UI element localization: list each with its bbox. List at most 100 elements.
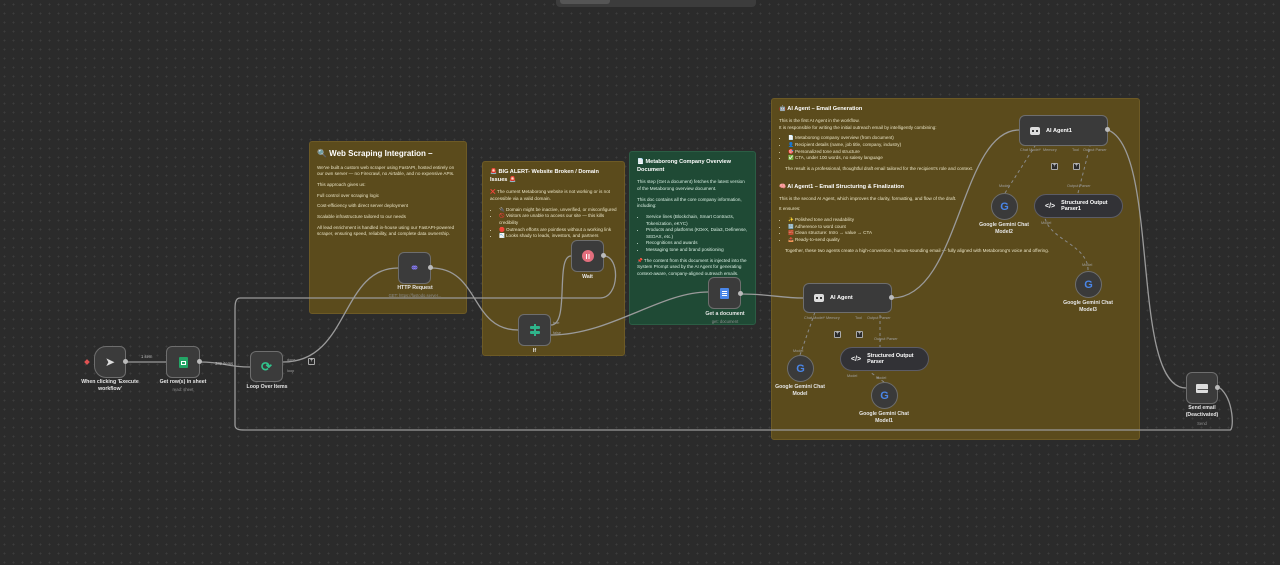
- memory-port: Memory: [826, 316, 840, 320]
- ai-agent-node[interactable]: AI Agent: [803, 283, 892, 313]
- output-parser-port: Output Parser: [1083, 148, 1107, 152]
- add-node-button[interactable]: +: [308, 358, 315, 365]
- output-handle[interactable]: [601, 253, 606, 258]
- gemini-chat-model2-node[interactable]: G: [991, 193, 1018, 220]
- note-text: This step (Get a document) fetches the l…: [637, 179, 745, 191]
- note-web-scraping[interactable]: 🔍 Web Scraping Integration – We've built…: [309, 141, 467, 314]
- cursor-icon: ➤: [104, 355, 116, 369]
- list-item: 🔢 Adherence to word count: [788, 224, 1132, 231]
- note-text: This doc contains all the core company i…: [637, 196, 742, 209]
- note-list: 🔌 Domain might be inactive, unverified, …: [490, 207, 617, 240]
- send-email-node[interactable]: [1186, 372, 1218, 404]
- model-port: Model: [793, 349, 804, 353]
- http-request-sub: GET: https://fastodo.server...: [388, 293, 442, 298]
- note-text: All lead enrichment is handled in-house …: [317, 224, 455, 237]
- ai-agent1-node[interactable]: AI Agent1: [1019, 115, 1108, 146]
- google-icon: G: [796, 362, 805, 375]
- note-title: 📄 Metaborong Company Overview Document: [637, 159, 731, 174]
- google-icon: G: [1084, 278, 1093, 291]
- code-icon: </>: [851, 355, 862, 363]
- wait-label: Wait: [582, 274, 593, 280]
- list-item: 👤 Recipient details (name, job title, co…: [788, 142, 988, 149]
- structured-output-parser1-node[interactable]: </> Structured Output Parser1: [1034, 194, 1123, 218]
- if-false-port: false: [553, 331, 562, 335]
- note-title: 🔍 Web Scraping Integration –: [317, 149, 433, 158]
- note-list: Service lines (Blockchain, Smart Contrac…: [637, 214, 748, 254]
- gemini-chat-model1-node[interactable]: G: [871, 382, 898, 409]
- list-item: 🛑 Outreach efforts are pointless without…: [499, 227, 617, 234]
- output-handle[interactable]: [1215, 385, 1220, 390]
- connection-count: 1 item: [141, 354, 153, 359]
- if-true-port: true: [553, 321, 560, 325]
- output-parser-port: Output Parser: [1067, 184, 1091, 188]
- if-node[interactable]: [518, 314, 551, 346]
- parser1-label: Structured Output Parser1: [1061, 199, 1108, 212]
- google-icon: G: [1000, 200, 1009, 213]
- get-document-sub: get: document: [711, 319, 739, 324]
- wait-node[interactable]: [571, 240, 604, 272]
- loop-loop-port: loop: [287, 369, 295, 373]
- note-text: ❌ The current Metaborong website is not …: [490, 189, 611, 201]
- loop-label: Loop Over Items: [246, 384, 288, 390]
- sheet-label: Get row(s) in sheet: [159, 379, 207, 385]
- parser-label: Structured Output Parser: [867, 352, 914, 365]
- trigger-label: When clicking 'Execute workflow': [81, 379, 139, 392]
- list-item: 🧱 Clean structure: Intro → value → CTA: [788, 230, 1132, 237]
- tool-port: Tool: [1072, 148, 1079, 152]
- list-item: ✅ CTA, under 100 words, no salesy langua…: [788, 155, 988, 162]
- gemini-chat-model3-label: Google Gemini Chat Model3: [1063, 300, 1113, 313]
- chat-model-port: Chat Model*: [804, 316, 825, 320]
- wire-wait-back: [234, 255, 1233, 431]
- model-port: Model: [999, 184, 1010, 188]
- toolbar-tab[interactable]: [560, 0, 610, 4]
- trigger-node[interactable]: ➤: [94, 346, 126, 378]
- add-memory-button[interactable]: +: [834, 331, 841, 338]
- send-email-label: Send email (Deactivated): [1185, 405, 1219, 418]
- ai-agent-label: AI Agent: [830, 295, 853, 301]
- note-text: It ensures:: [779, 206, 801, 212]
- tool-port: Tool: [855, 316, 862, 320]
- http-request-node[interactable]: ⚭: [398, 252, 431, 284]
- list-item: ✨ Polished tone and readability: [788, 217, 1132, 224]
- wire-http-if: [430, 267, 519, 331]
- add-tool-button[interactable]: +: [856, 331, 863, 338]
- top-toolbar[interactable]: [556, 0, 756, 7]
- wire-parser1-agent1: [1077, 145, 1091, 194]
- branch-icon: [529, 324, 541, 336]
- structured-output-parser-node[interactable]: </> Structured Output Parser: [840, 347, 929, 371]
- output-handle[interactable]: [1105, 127, 1110, 132]
- google-docs-icon: [720, 287, 729, 299]
- get-document-node[interactable]: [708, 277, 741, 309]
- pause-icon: [581, 250, 594, 262]
- output-handle[interactable]: [428, 265, 433, 270]
- note-text: Scalable infrastructure tailored to our …: [317, 213, 406, 219]
- wire-gemini3-parser1: [1044, 217, 1089, 271]
- add-tool-button[interactable]: +: [1073, 163, 1080, 170]
- output-parser-port: Output Parser: [874, 337, 898, 341]
- output-handle[interactable]: [197, 359, 202, 364]
- list-item: Messaging tone and brand positioning: [646, 247, 748, 254]
- note-text: The result is a professional, thoughtful…: [785, 166, 974, 172]
- ai-agent1-label: AI Agent1: [1046, 127, 1072, 134]
- add-memory-button[interactable]: +: [1051, 163, 1058, 170]
- note-text: 📌 The content from this document is inje…: [637, 257, 747, 277]
- gemini-chat-model3-node[interactable]: G: [1075, 271, 1102, 298]
- note-big-alert[interactable]: 🚨 BIG ALERT- Website Broken / Domain Iss…: [482, 161, 625, 356]
- loop-done-port: done: [287, 358, 296, 362]
- wire-agent1-email: [1107, 129, 1187, 389]
- gemini-chat-model-node[interactable]: G: [787, 355, 814, 382]
- output-handle[interactable]: [738, 291, 743, 296]
- sheet-node[interactable]: [166, 346, 200, 378]
- chat-model-port: Chat Model*: [1020, 148, 1041, 152]
- output-handle[interactable]: [123, 359, 128, 364]
- wire-gemini1-parser: [869, 371, 885, 383]
- get-document-label: Get a document: [705, 311, 745, 317]
- code-icon: </>: [1045, 202, 1056, 210]
- google-icon: G: [880, 389, 889, 402]
- note-ai-agents[interactable]: 🤖 AI Agent – Email Generation This is th…: [771, 98, 1140, 440]
- wire-if-doc: [550, 291, 709, 336]
- output-handle[interactable]: [889, 295, 894, 300]
- gemini-chat-model-label: Google Gemini Chat Model: [775, 384, 825, 397]
- loop-node[interactable]: ⟳: [250, 351, 283, 382]
- list-item: 📤 Ready-to-send quality: [788, 237, 1132, 244]
